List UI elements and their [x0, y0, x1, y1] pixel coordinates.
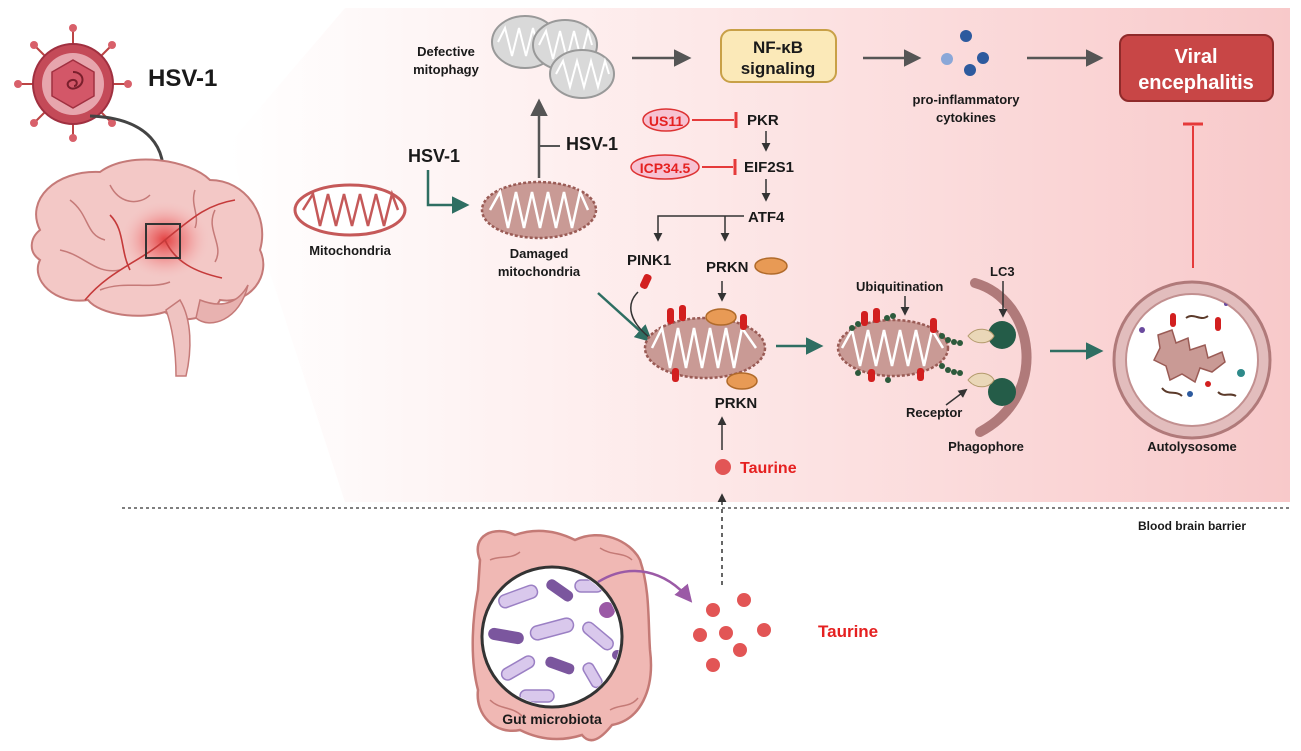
hsv1-arrow	[426, 170, 470, 214]
defective-label-1: Defective	[417, 44, 475, 59]
phagophore	[967, 278, 1032, 437]
viral-label-1: Viral	[1175, 46, 1218, 68]
virus-icon	[14, 24, 132, 142]
pink1-to-mito-line	[630, 291, 651, 339]
lc3-label: LC3	[990, 264, 1015, 279]
damaged-mitochondria	[480, 180, 598, 240]
taurine-label-upper: Taurine	[740, 460, 797, 477]
cytokines-label-1: pro-inflammatory	[913, 92, 1021, 107]
defective-mitochondria-cluster	[491, 15, 615, 99]
taurine-label-lower: Taurine	[818, 622, 878, 641]
atf4-to-pink1-arrow	[653, 215, 744, 242]
taurine-dot	[715, 459, 731, 475]
viral-encephalitis-box	[1119, 34, 1274, 102]
pink1-label: PINK1	[627, 252, 671, 269]
microbiota-to-taurine-arrow	[597, 569, 693, 603]
hsv1-label-a: HSV-1	[408, 146, 460, 166]
nfkb-label-1: NF-κB	[753, 38, 803, 57]
us11-label: US11	[649, 113, 683, 129]
damaged-to-tagged-arrow	[597, 292, 653, 343]
icp345-label: ICP34.5	[640, 160, 691, 176]
intestine-icon	[471, 529, 653, 742]
us11-inhibit-pkr	[692, 112, 738, 128]
damaged-label-1: Damaged	[510, 246, 569, 261]
ubiquitinated-mitochondria	[836, 308, 963, 383]
receptor-label: Receptor	[906, 405, 962, 420]
taurine-pool-dots	[693, 593, 771, 672]
ubiquitination-label: Ubiquitination	[856, 279, 943, 294]
autolysosome-inhibit-viral	[1183, 122, 1203, 268]
defective-label-2: mitophagy	[413, 62, 479, 77]
phagophore-label: Phagophore	[948, 439, 1024, 454]
cytokine-dots	[941, 30, 989, 76]
prkn-label-bottom: PRKN	[715, 395, 758, 412]
damaged-label-2: mitochondria	[498, 264, 581, 279]
virus-label: HSV-1	[148, 65, 217, 92]
mitochondria-label: Mitochondria	[309, 243, 391, 258]
pink1-protein	[639, 273, 652, 289]
hsv1-label-b: HSV-1	[566, 134, 618, 154]
bbb-label: Blood brain barrier	[1138, 519, 1246, 533]
atf4-label: ATF4	[748, 209, 785, 226]
icp345-badge	[630, 154, 700, 180]
autolysosome-label: Autolysosome	[1147, 439, 1237, 454]
gut-label: Gut microbiota	[502, 711, 602, 727]
us11-badge	[642, 108, 690, 132]
prkn-label-top: PRKN	[706, 259, 749, 276]
cytokines-label-2: cytokines	[936, 110, 996, 125]
eif2s1-label: EIF2S1	[744, 159, 794, 176]
tagged-mitochondria	[643, 305, 767, 390]
receptor-arrow	[945, 388, 968, 406]
mitochondria-healthy	[293, 183, 407, 237]
pkr-label: PKR	[747, 112, 779, 129]
nfkb-label-2: signaling	[741, 59, 816, 78]
icp345-inhibit-eif	[702, 159, 737, 175]
nfkb-box	[720, 29, 837, 83]
prkn-protein-top	[754, 257, 788, 275]
viral-label-2: encephalitis	[1138, 72, 1254, 94]
brain-icon	[30, 158, 265, 377]
autolysosome	[1112, 280, 1272, 440]
